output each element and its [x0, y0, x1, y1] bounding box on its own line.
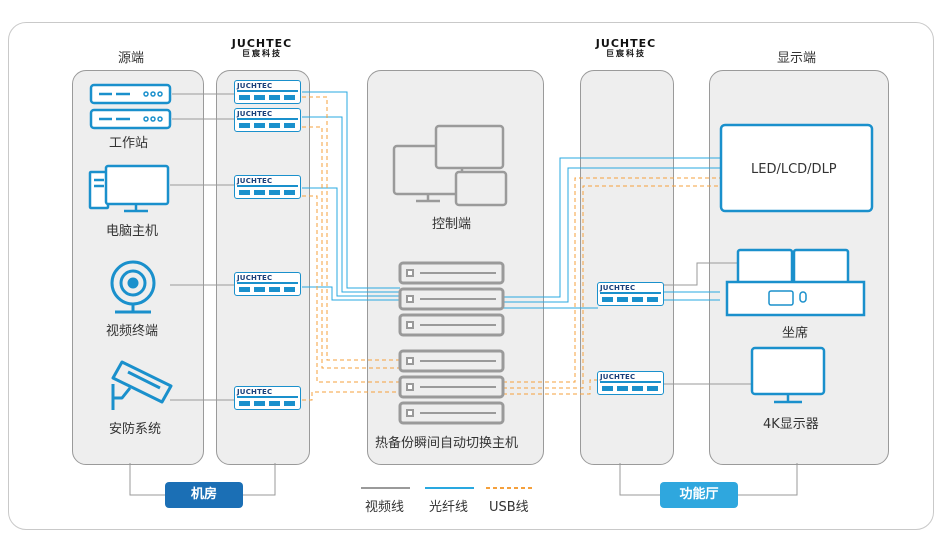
converter-seat: JUCHTEC	[597, 282, 664, 306]
converter-workstation-1: JUCHTEC	[234, 80, 301, 104]
led-wall-screen	[719, 123, 874, 213]
video-lines-source	[170, 93, 235, 401]
converter-label: JUCHTEC	[237, 82, 273, 90]
fiber-lines-machine-room	[302, 91, 400, 301]
security-label: 安防系统	[109, 422, 162, 437]
video-terminal-label: 视频终端	[106, 324, 159, 339]
brand-logo-function-hall: JUCHTEC 巨宸科技	[584, 38, 668, 58]
seat-label: 坐席	[782, 326, 809, 341]
seat-icon	[725, 248, 866, 317]
workstation-servers	[89, 83, 172, 130]
source-title: 源端	[118, 51, 145, 66]
computer-label: 电脑主机	[106, 224, 159, 239]
legend-fiber-label: 光纤线	[429, 500, 469, 515]
led-label: LED/LCD/DLP	[751, 162, 837, 177]
brand-logo-machine-room: JUCHTEC 巨宸科技	[220, 38, 304, 58]
converter-label: JUCHTEC	[600, 373, 636, 381]
converter-security: JUCHTEC	[234, 386, 301, 410]
converter-workstation-2: JUCHTEC	[234, 108, 301, 132]
video-lines-display	[660, 262, 752, 385]
computer-host-icon	[88, 164, 170, 213]
legend-video-label: 视频线	[365, 500, 405, 515]
workstation-label: 工作站	[109, 136, 149, 151]
function-hall-tag: 功能厅	[660, 482, 738, 508]
usb-lines-machine-room	[302, 96, 400, 401]
converter-label: JUCHTEC	[237, 274, 273, 282]
machine-room-tag: 机房	[165, 482, 243, 508]
function-hall-converter-panel	[580, 70, 674, 465]
host-servers	[398, 261, 505, 425]
brand-name: JUCHTEC	[595, 37, 657, 50]
hot-backup-label: 热备份瞬间自动切换主机	[375, 436, 519, 451]
security-camera-icon	[111, 360, 173, 410]
source-panel	[72, 70, 204, 465]
converter-computer: JUCHTEC	[234, 175, 301, 199]
display-title: 显示端	[777, 51, 817, 66]
converter-label: JUCHTEC	[237, 110, 273, 118]
converter-label: JUCHTEC	[237, 177, 273, 185]
control-monitors-icon	[392, 124, 508, 207]
video-terminal-icon	[110, 260, 156, 314]
usb-lines-function-hall	[503, 177, 720, 395]
converter-monitor-4k: JUCHTEC	[597, 371, 664, 395]
fiber-lines-function-hall	[503, 157, 720, 309]
legend-usb-label: USB线	[489, 500, 529, 515]
converter-label: JUCHTEC	[237, 388, 273, 396]
brand-name-cn: 巨宸科技	[606, 49, 646, 58]
brand-name-cn: 巨宸科技	[242, 49, 282, 58]
brand-name: JUCHTEC	[231, 37, 293, 50]
monitor-4k-label: 4K显示器	[763, 417, 819, 432]
monitor-4k-icon	[750, 346, 826, 404]
control-label: 控制端	[432, 217, 472, 232]
converter-video-terminal: JUCHTEC	[234, 272, 301, 296]
converter-label: JUCHTEC	[600, 284, 636, 292]
